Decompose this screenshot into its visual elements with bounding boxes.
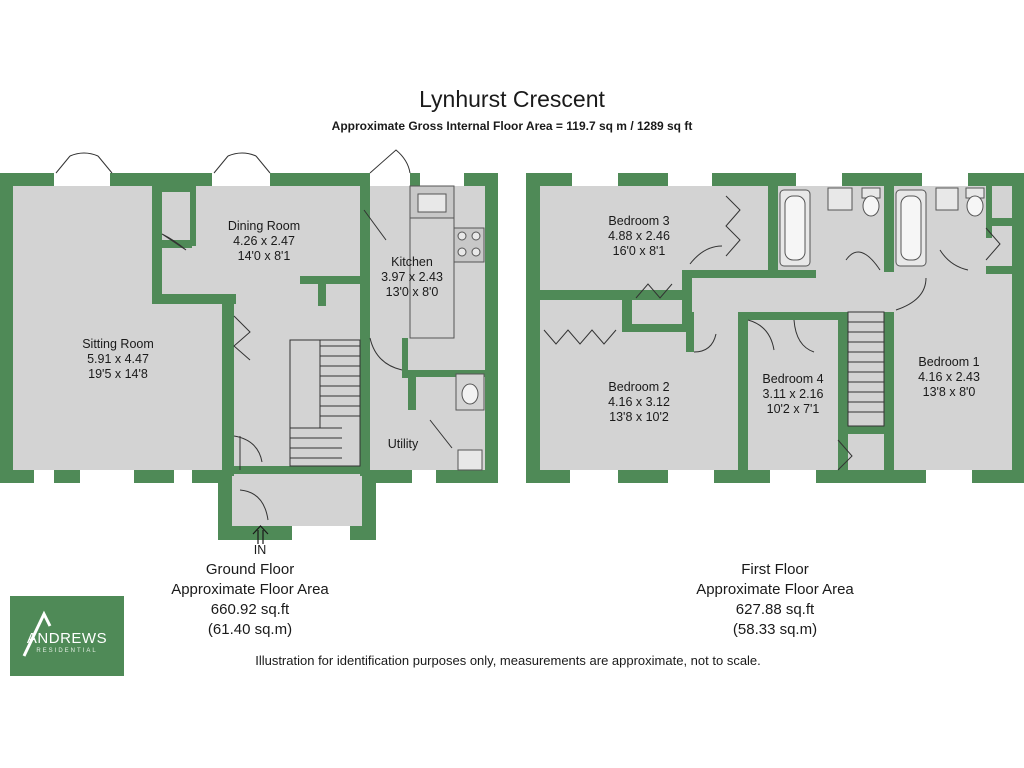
first-floor-caption: First Floor Approximate Floor Area 627.8… — [665, 560, 885, 640]
logo-mark-icon — [22, 610, 52, 657]
floor-name: Ground Floor — [205, 561, 295, 578]
room-name: Utility — [388, 437, 419, 451]
floor-area-sqm: (61.40 sq.m) — [207, 621, 293, 638]
room-name: Sitting Room — [82, 337, 154, 351]
room-label-kitchen: Kitchen 3.97 x 2.43 13'0 x 8'0 — [381, 255, 443, 299]
plan-title: Lynhurst Crescent — [419, 86, 605, 112]
room-name: Bedroom 3 — [608, 214, 669, 228]
room-imperial: 10'2 x 7'1 — [767, 402, 820, 416]
room-metric: 4.16 x 3.12 — [608, 395, 670, 409]
room-label-bedroom-2: Bedroom 2 4.16 x 3.12 13'8 x 10'2 — [608, 380, 670, 424]
room-label-bedroom-4: Bedroom 4 3.11 x 2.16 10'2 x 7'1 — [762, 372, 823, 416]
room-label-dining-room: Dining Room 4.26 x 2.47 14'0 x 8'1 — [228, 219, 300, 263]
room-imperial: 14'0 x 8'1 — [238, 249, 291, 263]
logo-subtitle: RESIDENTIAL — [36, 648, 98, 654]
floor-name: First Floor — [741, 561, 809, 578]
ground-floor-plan — [0, 149, 498, 540]
floor-area-subtitle: Approximate Gross Internal Floor Area = … — [331, 119, 693, 133]
room-imperial: 16'0 x 8'1 — [613, 244, 666, 258]
room-label-bedroom-1: Bedroom 1 4.16 x 2.43 13'8 x 8'0 — [918, 355, 980, 399]
andrews-residential-logo: ANDREWS RESIDENTIAL — [10, 596, 124, 676]
room-imperial: 13'0 x 8'0 — [386, 285, 439, 299]
room-name: Kitchen — [391, 255, 433, 269]
room-imperial: 19'5 x 14'8 — [88, 367, 148, 381]
entrance-arrow-icon — [252, 525, 269, 544]
room-name: Bedroom 2 — [608, 380, 669, 394]
floor-area-heading: Approximate Floor Area — [171, 581, 329, 598]
room-metric: 3.11 x 2.16 — [763, 387, 824, 401]
floor-area-heading: Approximate Floor Area — [696, 581, 854, 598]
room-metric: 4.26 x 2.47 — [233, 234, 295, 248]
room-label-bedroom-3: Bedroom 3 4.88 x 2.46 16'0 x 8'1 — [608, 214, 670, 258]
disclaimer: Illustration for identification purposes… — [255, 653, 761, 668]
room-metric: 4.88 x 2.46 — [608, 229, 670, 243]
room-metric: 5.91 x 4.47 — [87, 352, 149, 366]
room-metric: 3.97 x 2.43 — [381, 270, 443, 284]
first-floor-plan — [526, 173, 1024, 483]
ground-floor-caption: Ground Floor Approximate Floor Area 660.… — [140, 560, 360, 640]
room-name: Bedroom 1 — [918, 355, 979, 369]
room-imperial: 13'8 x 8'0 — [923, 385, 976, 399]
logo-wordmark: ANDREWS — [26, 630, 108, 647]
room-metric: 4.16 x 2.43 — [918, 370, 980, 384]
room-label-sitting-room: Sitting Room 5.91 x 4.47 19'5 x 14'8 — [82, 337, 154, 381]
room-name: Bedroom 4 — [762, 372, 823, 386]
entrance-label: IN — [254, 543, 267, 557]
room-imperial: 13'8 x 10'2 — [609, 410, 669, 424]
room-name: Dining Room — [228, 219, 300, 233]
floor-area-sqm: (58.33 sq.m) — [732, 621, 818, 638]
floor-area-sqft: 660.92 sq.ft — [210, 601, 290, 618]
floor-area-sqft: 627.88 sq.ft — [735, 601, 815, 618]
room-label-utility: Utility — [388, 437, 419, 451]
